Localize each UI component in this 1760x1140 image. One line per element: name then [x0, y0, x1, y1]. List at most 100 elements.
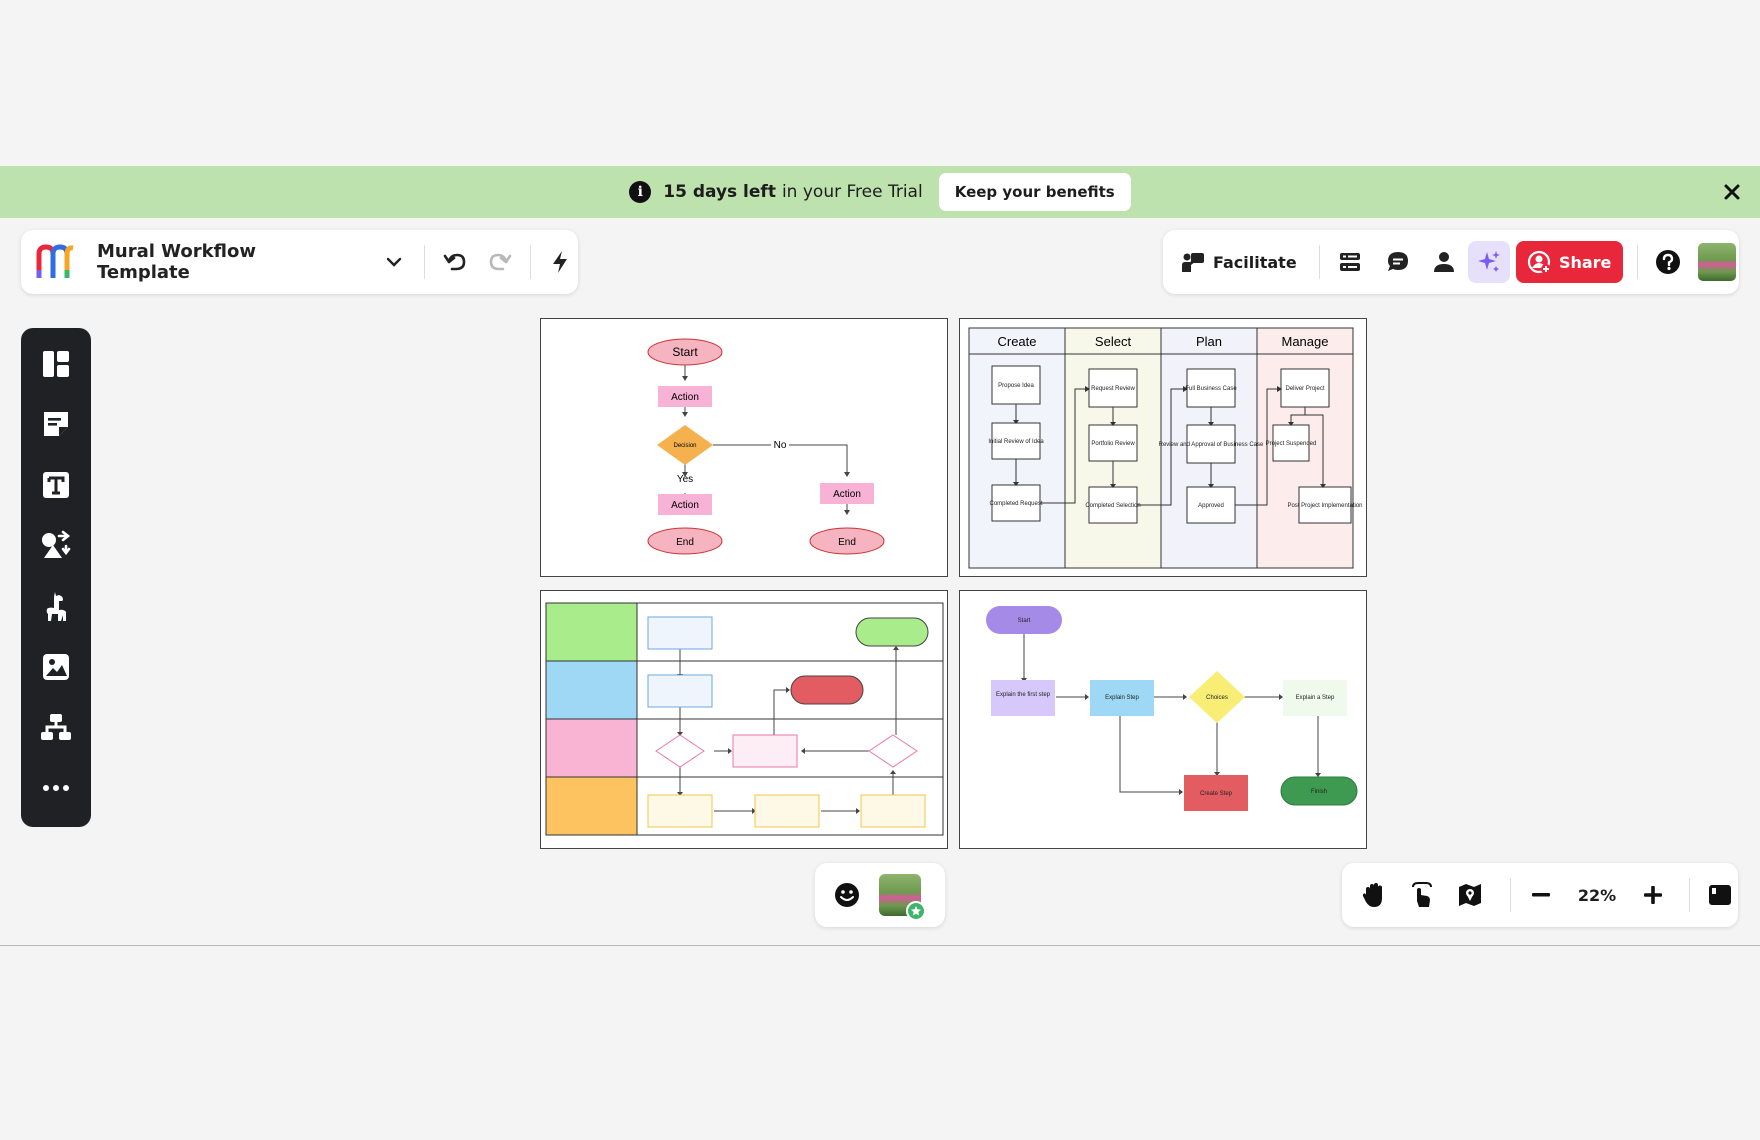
- step-label: Review and Approval of Business Case: [1159, 442, 1264, 448]
- trial-banner: i 15 days left in your Free Trial Keep y…: [0, 166, 1760, 218]
- choices-label: Choices: [1206, 695, 1228, 701]
- action-node: [820, 483, 874, 504]
- start-label: Start: [1018, 618, 1031, 624]
- close-icon[interactable]: [1720, 180, 1744, 204]
- toolbar-divider: [1689, 878, 1690, 912]
- comment-icon[interactable]: [1380, 244, 1416, 280]
- mural-logo[interactable]: [35, 244, 79, 280]
- process-step: [991, 680, 1055, 716]
- tool-sidebar: [21, 328, 91, 827]
- step-label: Create Step: [1200, 791, 1233, 797]
- finish-label: Finish: [1311, 789, 1327, 795]
- share-label: Share: [1558, 252, 1612, 272]
- zoom-in-icon[interactable]: [1635, 877, 1671, 913]
- reactions-bar: [815, 863, 945, 927]
- hand-pan-icon[interactable]: [1356, 877, 1392, 913]
- column-header: Manage: [1282, 334, 1329, 349]
- redo-icon[interactable]: [482, 244, 517, 280]
- share-user-icon: [1527, 250, 1551, 274]
- process-frame[interactable]: Start Explain the first step Explain Ste…: [959, 590, 1367, 849]
- column-header: Plan: [1196, 334, 1222, 349]
- chevron-down-icon[interactable]: [377, 244, 412, 280]
- avatar[interactable]: [1697, 243, 1736, 281]
- step-label: Portfolio Review: [1091, 441, 1135, 447]
- map-location-icon[interactable]: [1452, 877, 1488, 913]
- info-icon: i: [629, 181, 652, 203]
- trial-text: in your Free Trial: [781, 182, 923, 202]
- trial-message: i 15 days left in your Free Trial Keep y…: [629, 173, 1131, 211]
- toolbar-divider: [529, 245, 531, 279]
- step-label: Explain the first step: [996, 692, 1051, 698]
- help-icon[interactable]: [1650, 244, 1686, 280]
- start-node: [986, 606, 1062, 634]
- step-label: Initial Review of Idea: [988, 439, 1044, 445]
- swimlane-frame[interactable]: Create Select Plan Manage: [959, 318, 1367, 577]
- no-label: No: [774, 440, 787, 451]
- zoom-out-icon[interactable]: [1523, 877, 1559, 913]
- collaboration-toolbar: Facilitate Share: [1163, 230, 1739, 294]
- start-label: Start: [672, 345, 698, 359]
- toolbar-divider: [1636, 245, 1638, 279]
- llama-icon[interactable]: [34, 585, 78, 628]
- outline-icon[interactable]: [1332, 244, 1368, 280]
- zoom-level[interactable]: 22%: [1577, 885, 1617, 905]
- share-button[interactable]: Share: [1515, 241, 1623, 283]
- mural-toolbar: Mural Workflow Template: [21, 230, 578, 294]
- column-header: Select: [1095, 334, 1132, 349]
- action-node: [658, 386, 712, 407]
- step-label: Explain a Step: [1296, 695, 1335, 701]
- finish-node: [1280, 776, 1358, 806]
- ai-sparkle-button[interactable]: [1467, 241, 1510, 283]
- days-left: 15 days left: [663, 182, 776, 202]
- user-icon[interactable]: [1426, 244, 1462, 280]
- navigation-bar: 22%: [1342, 863, 1738, 927]
- action-node: [658, 494, 712, 515]
- toolbar-divider: [1510, 878, 1511, 912]
- decision-node: [657, 425, 713, 465]
- keep-benefits-button[interactable]: Keep your benefits: [938, 173, 1131, 211]
- emoji-icon[interactable]: [829, 877, 865, 913]
- process-step: [1090, 680, 1154, 716]
- process-step: [1184, 775, 1248, 811]
- touch-select-icon[interactable]: [1404, 877, 1440, 913]
- more-icon[interactable]: [34, 766, 78, 809]
- action-label: Action: [671, 500, 699, 511]
- end-node: [809, 527, 885, 555]
- star-badge-icon: [906, 901, 926, 921]
- image-icon[interactable]: [34, 645, 78, 688]
- lightning-icon[interactable]: [543, 244, 578, 280]
- facilitate-icon: [1182, 253, 1204, 272]
- templates-icon[interactable]: [34, 342, 78, 385]
- mural-app: i 15 days left in your Free Trial Keep y…: [0, 166, 1760, 946]
- shapes-icon[interactable]: [34, 524, 78, 567]
- step-label: Deliver Project: [1285, 386, 1324, 392]
- text-icon[interactable]: [34, 463, 78, 506]
- start-node: [647, 338, 723, 366]
- sticky-note-icon[interactable]: [34, 403, 78, 446]
- yes-label: Yes: [677, 474, 693, 485]
- step-label: Project Suspended: [1266, 441, 1317, 447]
- mural-title[interactable]: Mural Workflow Template: [97, 241, 256, 283]
- minimap-toggle-icon[interactable]: [1702, 877, 1738, 913]
- step-label: Propose Idea: [998, 383, 1034, 389]
- facilitate-button[interactable]: Facilitate: [1181, 251, 1297, 273]
- step-label: Request Review: [1091, 386, 1135, 392]
- decision-label: Decision: [673, 443, 696, 449]
- end-label: End: [838, 537, 856, 548]
- column-header: Create: [997, 334, 1036, 349]
- action-label: Action: [671, 392, 699, 403]
- collaborator-avatar[interactable]: [879, 874, 926, 921]
- step-label: Post Project Implementation: [1287, 503, 1362, 509]
- sparkle-icon: [1477, 251, 1500, 272]
- toolbar-divider: [423, 245, 425, 279]
- step-label: Explain Step: [1105, 695, 1139, 701]
- step-label: Completed Selection: [1085, 503, 1140, 509]
- undo-icon[interactable]: [437, 244, 472, 280]
- facilitate-label: Facilitate: [1213, 252, 1297, 272]
- crossfunctional-frame[interactable]: [540, 590, 948, 849]
- end-node: [647, 527, 723, 555]
- step-label: Full Business Case: [1185, 386, 1237, 392]
- flowchart-frame[interactable]: Start Action Decision No Yes Action Acti…: [540, 318, 948, 577]
- diagram-icon[interactable]: [34, 706, 78, 749]
- toolbar-divider: [1318, 245, 1320, 279]
